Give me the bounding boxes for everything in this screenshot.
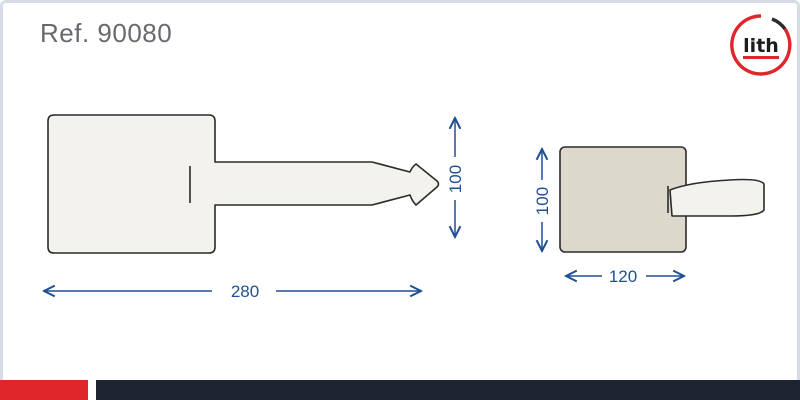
front-height-label: 100 [446, 165, 465, 193]
dimension-side-width: 120 [566, 267, 684, 286]
logo-text: lith [743, 35, 779, 57]
side-height-label: 100 [533, 187, 552, 215]
dimension-side-height: 100 [533, 149, 552, 251]
tag-strap [669, 178, 765, 217]
footer-bar [96, 380, 800, 400]
dimension-front-height: 100 [446, 118, 465, 237]
technical-drawing: 280 100 100 120 [0, 114, 765, 301]
tag-front-outline [47, 114, 440, 254]
front-width-label: 280 [231, 282, 259, 301]
dimension-front-width: 280 [44, 282, 421, 301]
tag-front-view [47, 114, 440, 254]
lith-logo: lith [730, 14, 792, 76]
tag-side-body [559, 146, 687, 253]
tag-side-view [559, 146, 765, 253]
reference-title: Ref. 90080 [40, 18, 173, 48]
footer-accent-red [0, 380, 88, 400]
side-width-label: 120 [609, 267, 637, 286]
